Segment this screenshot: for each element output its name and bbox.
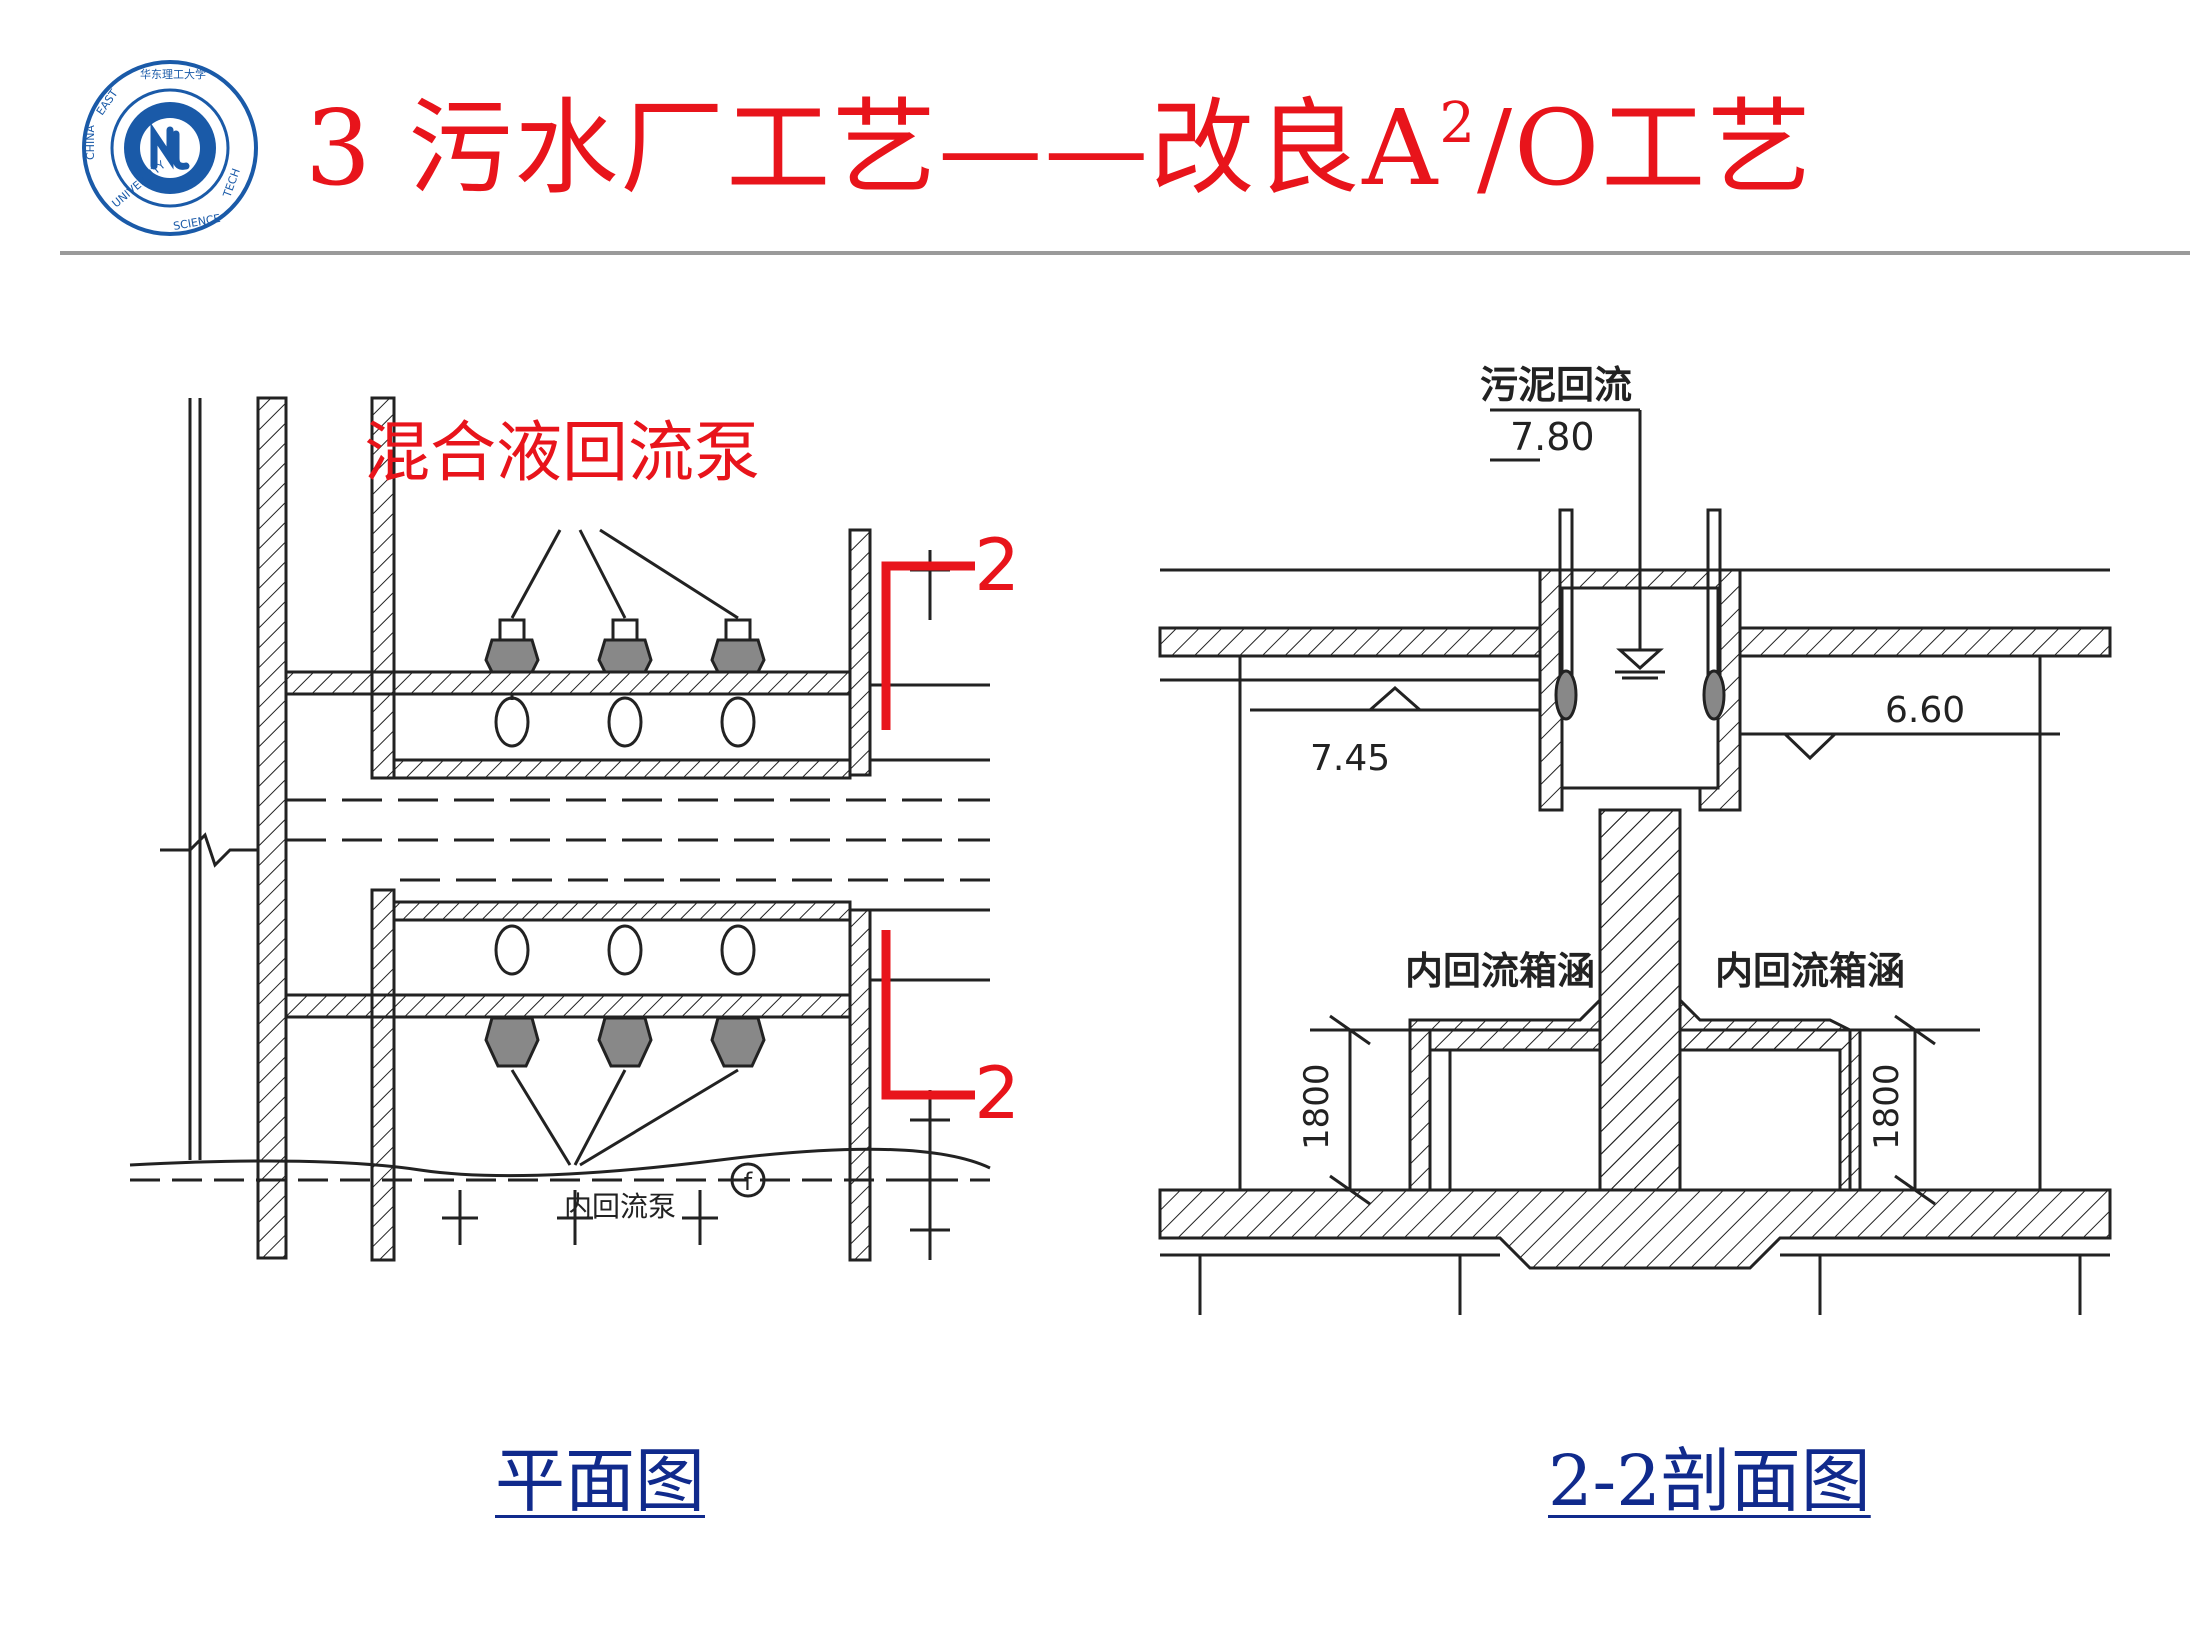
- dimension-right-label: 1800: [1867, 1063, 1907, 1150]
- section-cut-marker: [881, 561, 975, 1100]
- title-prefix: 3 污水厂工艺——改良A: [305, 87, 1440, 209]
- page-title: 3 污水厂工艺——改良A2/O工艺: [305, 78, 1813, 218]
- plan-caption: 平面图: [495, 1440, 705, 1522]
- level-left-label: 7.45: [1310, 738, 1390, 779]
- svg-text:CHINA: CHINA: [84, 125, 97, 160]
- title-suffix: /O工艺: [1476, 87, 1814, 209]
- svg-text:华东理工大学: 华东理工大学: [140, 67, 206, 81]
- culvert-right-label: 内回流箱涵: [1715, 949, 1905, 993]
- sludge-return-label: 污泥回流: [1480, 363, 1632, 407]
- dimension-left-label: 1800: [1297, 1063, 1337, 1150]
- level-right-label: 6.60: [1885, 690, 1965, 731]
- section-mark-top: 2: [974, 523, 1020, 607]
- section-caption: 2-2剖面图: [1548, 1440, 1871, 1522]
- axis-mark: f: [744, 1168, 753, 1196]
- culvert-left-label: 内回流箱涵: [1405, 949, 1595, 993]
- plan-view-drawing: 混合液回流泵 2 2 内回流泵 f: [129, 396, 1020, 1262]
- title-divider: [60, 251, 2190, 255]
- university-logo: EAST CHINA UNIVERSITY SCIENCE TECH 华东理工大…: [82, 60, 258, 236]
- section-mark-bottom: 2: [974, 1051, 1020, 1135]
- pump-annotation: 混合液回流泵: [364, 414, 760, 491]
- inner-pump-label: 内回流泵: [564, 1190, 676, 1223]
- title-superscript: 2: [1439, 91, 1477, 156]
- section-view-drawing: 污泥回流 7.80 7.45 6.60 内回流箱涵 内回流箱涵 1800 180…: [1158, 363, 2112, 1315]
- level-top-label: 7.80: [1510, 415, 1595, 459]
